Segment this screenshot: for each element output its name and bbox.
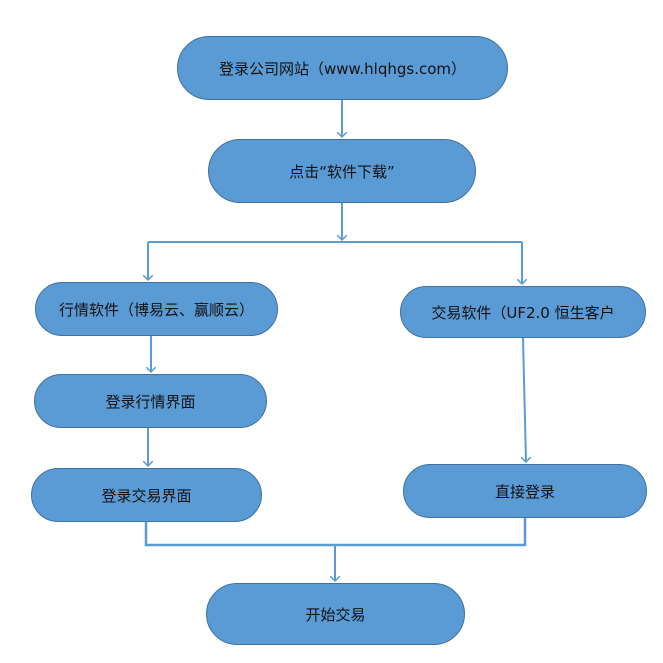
node-direct-login: 直接登录 [403, 464, 647, 518]
node-login-trade: 登录交易界面 [31, 468, 262, 522]
node-click-download-label: 点击“软件下载” [289, 162, 395, 181]
node-market-software-label: 行情软件（博易云、赢顺云） [58, 300, 254, 319]
node-trade-software-label: 交易软件（UF2.0 恒生客户 [431, 303, 615, 322]
merge-line-left [144, 522, 335, 547]
arrow-trade-software-to-direct-login [523, 337, 526, 462]
node-login-market-label: 登录行情界面 [105, 392, 196, 411]
node-login-site-label: 登录公司网站（www.hlqhgs.com） [218, 59, 467, 78]
node-start-trading: 开始交易 [206, 583, 465, 645]
node-direct-login-label: 直接登录 [494, 482, 555, 501]
node-login-market: 登录行情界面 [34, 374, 267, 428]
node-market-software: 行情软件（博易云、赢顺云） [35, 282, 278, 336]
node-trade-software: 交易软件（UF2.0 恒生客户 [400, 286, 646, 338]
node-start-trading-label: 开始交易 [305, 605, 366, 624]
node-login-site: 登录公司网站（www.hlqhgs.com） [177, 36, 508, 100]
merge-line-right [335, 518, 527, 547]
node-login-trade-label: 登录交易界面 [101, 486, 192, 505]
node-click-download: 点击“软件下载” [208, 139, 476, 203]
